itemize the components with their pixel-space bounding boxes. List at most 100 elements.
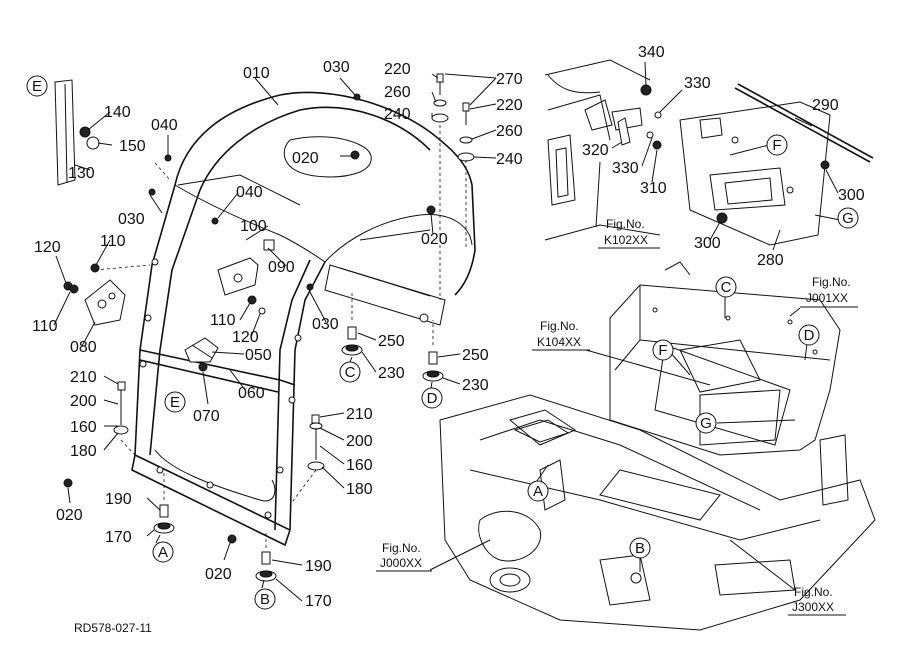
part-label-090: 090 bbox=[268, 259, 295, 276]
svg-text:A: A bbox=[158, 544, 168, 561]
part-label-180: 180 bbox=[346, 481, 373, 498]
part-label-210: 210 bbox=[70, 369, 97, 386]
fig-ref-j300xx: Fig.No. J300XX bbox=[788, 585, 846, 616]
callout-f: F bbox=[766, 134, 788, 156]
callout-b: B bbox=[254, 588, 276, 610]
part-label-280: 280 bbox=[757, 252, 784, 269]
part-label-020: 020 bbox=[421, 231, 448, 248]
part-label-250: 250 bbox=[378, 333, 405, 350]
svg-text:K104XX: K104XX bbox=[537, 335, 581, 349]
canopy-frame bbox=[131, 91, 476, 547]
part-label-070: 070 bbox=[193, 408, 220, 425]
side-rail-130 bbox=[54, 79, 76, 186]
part-label-020: 020 bbox=[56, 507, 83, 524]
part-label-240: 240 bbox=[384, 106, 411, 123]
part-label-200: 200 bbox=[346, 433, 373, 450]
svg-text:F: F bbox=[658, 342, 667, 359]
alignment-lines bbox=[94, 125, 467, 548]
part-label-250: 250 bbox=[462, 347, 489, 364]
part-label-220: 220 bbox=[384, 61, 411, 78]
svg-text:B: B bbox=[635, 540, 645, 557]
part-label-040: 040 bbox=[151, 117, 178, 134]
part-label-040: 040 bbox=[236, 184, 263, 201]
part-label-020: 020 bbox=[205, 566, 232, 583]
part-label-230: 230 bbox=[462, 377, 489, 394]
part-label-190: 190 bbox=[305, 558, 332, 575]
part-label-240: 240 bbox=[496, 151, 523, 168]
part-label-030: 030 bbox=[323, 59, 350, 76]
svg-text:B: B bbox=[260, 591, 270, 608]
part-label-340: 340 bbox=[638, 44, 665, 61]
svg-text:E: E bbox=[170, 394, 180, 411]
part-label-170: 170 bbox=[105, 529, 132, 546]
svg-text:J000XX: J000XX bbox=[380, 556, 422, 570]
part-label-060: 060 bbox=[238, 385, 265, 402]
part-label-230: 230 bbox=[378, 365, 405, 382]
fig-ref-j000xx: Fig.No. J000XX bbox=[376, 541, 432, 572]
callout-e: E bbox=[26, 75, 48, 97]
part-label-300: 300 bbox=[838, 187, 865, 204]
callout-d: D bbox=[421, 387, 443, 409]
part-label-330: 330 bbox=[612, 160, 639, 177]
part-label-320: 320 bbox=[582, 142, 609, 159]
svg-text:Fig.No.: Fig.No. bbox=[382, 541, 421, 555]
part-label-110: 110 bbox=[210, 312, 236, 329]
part-label-030: 030 bbox=[118, 211, 145, 228]
svg-text:Fig.No.: Fig.No. bbox=[540, 319, 579, 333]
part-label-190: 190 bbox=[105, 491, 132, 508]
svg-text:Fig.No.: Fig.No. bbox=[794, 585, 833, 599]
svg-text:Fig.No.: Fig.No. bbox=[606, 217, 645, 231]
svg-text:C: C bbox=[345, 364, 356, 381]
part-label-050: 050 bbox=[245, 347, 272, 364]
fasteners-left bbox=[63, 93, 436, 544]
callout-markers: E E A A B B C C D D F F G G bbox=[26, 75, 859, 610]
part-label-120: 120 bbox=[232, 329, 259, 346]
mounts bbox=[113, 73, 475, 582]
callout-a: A bbox=[527, 480, 549, 502]
part-label-210: 210 bbox=[346, 406, 373, 423]
callout-c: C bbox=[715, 276, 737, 298]
part-label-110: 110 bbox=[100, 233, 126, 250]
part-label-080: 080 bbox=[70, 339, 97, 356]
part-label-120: 120 bbox=[34, 239, 61, 256]
part-label-200: 200 bbox=[70, 393, 97, 410]
bracket-050 bbox=[184, 337, 219, 363]
fig-ref-k104xx: Fig.No. K104XX bbox=[532, 319, 590, 351]
panel-280 bbox=[611, 84, 831, 246]
bracket-090 bbox=[217, 239, 275, 296]
part-label-310: 310 bbox=[640, 180, 667, 197]
svg-text:K102XX: K102XX bbox=[604, 233, 648, 247]
svg-text:J300XX: J300XX bbox=[792, 600, 834, 614]
part-label-290: 290 bbox=[812, 97, 839, 114]
svg-text:G: G bbox=[842, 210, 854, 227]
svg-text:D: D bbox=[804, 327, 815, 344]
svg-text:E: E bbox=[32, 78, 42, 95]
callout-c: C bbox=[339, 361, 361, 383]
bracket-080 bbox=[84, 279, 126, 326]
part-label-140: 140 bbox=[104, 104, 131, 121]
svg-text:Fig.No.: Fig.No. bbox=[812, 275, 851, 289]
seal-290 bbox=[734, 83, 874, 163]
inset-k102 bbox=[544, 59, 661, 241]
callout-e: E bbox=[164, 391, 186, 413]
part-label-150: 150 bbox=[119, 138, 146, 155]
fig-ref-k102xx: Fig.No. K102XX bbox=[598, 217, 660, 249]
callout-a: A bbox=[152, 541, 174, 563]
part-label-180: 180 bbox=[70, 443, 97, 460]
part-label-160: 160 bbox=[346, 457, 373, 474]
part-label-030: 030 bbox=[312, 316, 339, 333]
svg-text:G: G bbox=[700, 415, 712, 432]
leader-lines bbox=[53, 61, 841, 602]
part-label-260: 260 bbox=[496, 123, 523, 140]
part-labels: 010 020 020 020 020 030 030 030 040 040 … bbox=[32, 44, 865, 610]
part-label-110: 110 bbox=[32, 318, 58, 335]
part-label-160: 160 bbox=[70, 419, 97, 436]
part-label-270: 270 bbox=[496, 71, 523, 88]
drawing-code: RD578-027-11 bbox=[74, 621, 152, 635]
part-label-300: 300 bbox=[694, 235, 721, 252]
callout-b: B bbox=[629, 537, 651, 559]
svg-text:F: F bbox=[772, 137, 781, 154]
svg-text:C: C bbox=[721, 279, 732, 296]
figure-references: Fig.No. K102XX Fig.No. J001XX Fig.No. K1… bbox=[376, 217, 858, 616]
